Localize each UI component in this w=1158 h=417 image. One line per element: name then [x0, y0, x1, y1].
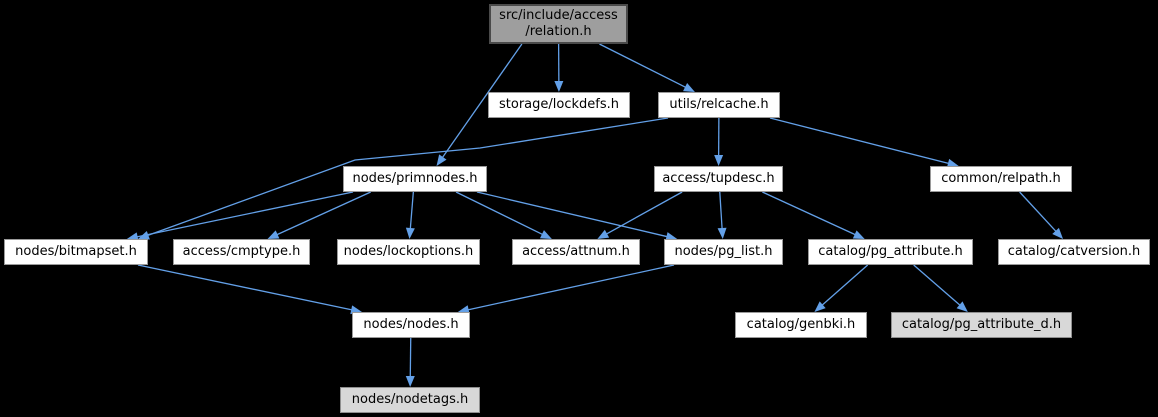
edge-primnodes-bitmapset: [135, 191, 354, 238]
arrowhead-relation-primnodes: [436, 154, 447, 166]
edge-primnodes-attnum: [455, 191, 545, 236]
edge-tupdesc-pglist: [719, 191, 723, 231]
arrowhead-relation-lockdefs: [554, 80, 564, 92]
edge-pgattribute-genbki: [820, 264, 869, 307]
graph-node-cmptype[interactable]: access/cmptype.h: [173, 239, 310, 265]
edge-relcache-relpath: [769, 117, 951, 165]
graph-node-attnum[interactable]: access/attnum.h: [512, 239, 640, 265]
graph-node-primnodes[interactable]: nodes/primnodes.h: [343, 166, 487, 192]
arrowhead-relpath-catversion: [1052, 227, 1064, 239]
graph-node-catversion[interactable]: catalog/catversion.h: [998, 239, 1150, 265]
edge-primnodes-pglist: [476, 191, 669, 238]
arrowhead-tupdesc-attnum: [597, 229, 610, 239]
graph-node-pgattributed[interactable]: catalog/pg_attribute_d.h: [891, 312, 1072, 338]
arrowhead-pgattribute-genbki: [814, 301, 826, 312]
graph-node-bitmapset[interactable]: nodes/bitmapset.h: [4, 239, 148, 265]
graph-node-lockdefs[interactable]: storage/lockdefs.h: [488, 92, 630, 118]
arrowhead-pgattribute-pgattributed: [956, 301, 968, 312]
edge-relpath-catversion: [1019, 191, 1058, 233]
edge-tupdesc-pgattribute: [762, 191, 857, 236]
graph-node-lockoptions[interactable]: nodes/lockoptions.h: [337, 239, 480, 265]
arrowhead-nodes-nodetags: [405, 375, 415, 387]
arrowhead-relation-relcache: [683, 83, 695, 92]
arrowhead-primnodes-cmptype: [267, 230, 280, 239]
graph-node-relation[interactable]: src/include/access /relation.h: [489, 4, 628, 44]
graph-node-genbki[interactable]: catalog/genbki.h: [735, 312, 867, 338]
edge-primnodes-cmptype: [275, 191, 372, 236]
arrowhead-relcache-tupdesc: [714, 154, 724, 166]
graph-node-tupdesc[interactable]: access/tupdesc.h: [654, 166, 783, 192]
arrowhead-primnodes-lockoptions: [405, 227, 415, 239]
edge-bitmapset-nodes: [137, 264, 354, 311]
edge-pgattribute-pgattributed: [913, 264, 962, 307]
arrowhead-tupdesc-pglist: [717, 227, 727, 239]
edge-primnodes-lockoptions: [409, 191, 414, 231]
graph-node-pgattribute[interactable]: catalog/pg_attribute.h: [808, 239, 973, 265]
graph-node-relcache[interactable]: utils/relcache.h: [658, 92, 780, 118]
arrowhead-tupdesc-pgattribute: [852, 230, 865, 239]
graph-node-relpath[interactable]: common/relpath.h: [930, 166, 1072, 192]
edge-relation-relcache: [599, 43, 688, 89]
graph-node-pglist[interactable]: nodes/pg_list.h: [664, 239, 783, 265]
arrowhead-primnodes-attnum: [539, 230, 552, 239]
graph-node-nodes[interactable]: nodes/nodes.h: [352, 312, 470, 338]
graph-node-nodetags[interactable]: nodes/nodetags.h: [340, 387, 480, 413]
edge-pglist-nodes: [466, 264, 675, 311]
edge-tupdesc-attnum: [604, 191, 683, 236]
